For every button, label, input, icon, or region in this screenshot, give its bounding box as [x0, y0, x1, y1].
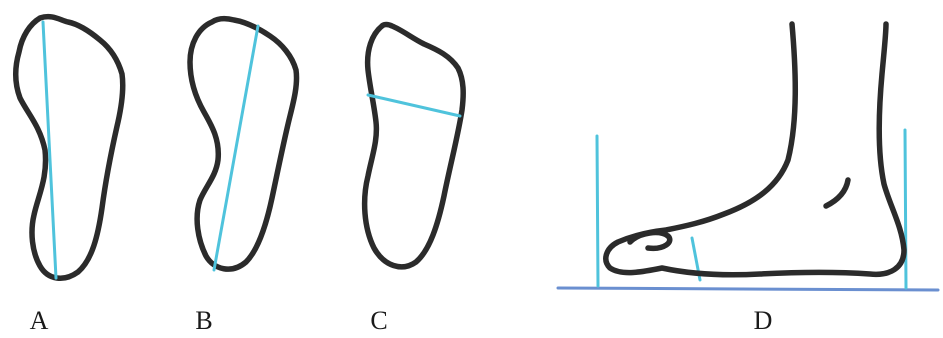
foot-d-ground-line	[558, 288, 938, 290]
foot-b-outline	[190, 19, 297, 269]
foot-d-toe-vertical-line	[597, 136, 598, 286]
foot-a-outline	[16, 17, 123, 279]
label-b: B	[184, 306, 224, 336]
foot-d	[558, 24, 938, 290]
foot-d-toe-detail	[630, 233, 670, 249]
label-d: D	[743, 306, 783, 336]
label-a: A	[19, 306, 59, 336]
foot-a	[16, 17, 123, 279]
foot-c	[365, 25, 464, 267]
foot-b	[190, 19, 297, 270]
label-c: C	[359, 306, 399, 336]
foot-d-outline	[606, 24, 904, 275]
foot-c-outline	[365, 25, 464, 267]
foot-d-ankle-mark	[826, 180, 848, 206]
foot-d-heel-vertical-line	[905, 130, 906, 288]
foot-c-width-line	[368, 95, 460, 116]
